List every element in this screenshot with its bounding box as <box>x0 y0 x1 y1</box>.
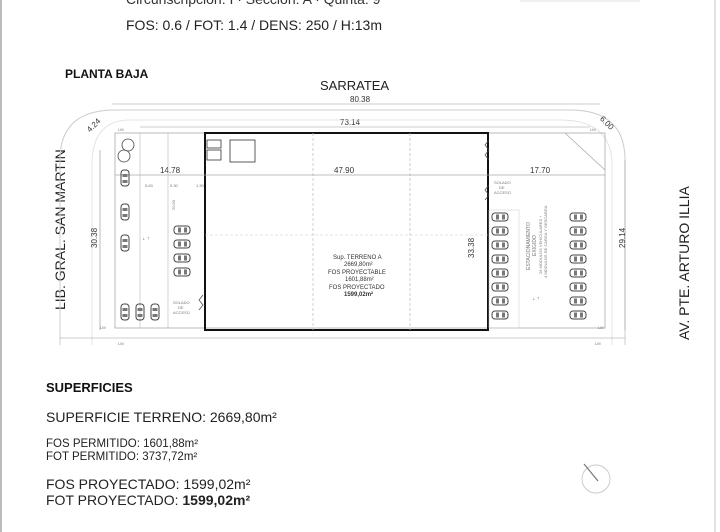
svg-text:33.38: 33.38 <box>467 237 476 258</box>
svg-text:Sup. TERRENO A: Sup. TERRENO A <box>333 255 382 261</box>
superficie-terreno: SUPERFICIE TERRENO: 2669,80m² <box>46 409 277 425</box>
svg-text:4 MODULOS DE CARGA Y DESCARGA: 4 MODULOS DE CARGA Y DESCARGA <box>543 205 548 278</box>
svg-text:LM: LM <box>598 325 604 330</box>
svg-text:2669,80m²: 2669,80m² <box>344 262 373 268</box>
svg-text:FOS PROYECTABLE: FOS PROYECTABLE <box>328 270 386 276</box>
svg-text:5.30: 5.30 <box>170 183 179 188</box>
street-label-top: SARRATEA <box>320 78 390 93</box>
svg-text:14.78: 14.78 <box>160 166 181 175</box>
svg-text:⇣ ⇡: ⇣ ⇡ <box>142 236 150 241</box>
svg-text:LM: LM <box>590 127 596 132</box>
svg-text:FOS PROYECTADO: FOS PROYECTADO <box>329 285 385 291</box>
svg-text:29.14: 29.14 <box>618 227 627 248</box>
svg-text:5.63: 5.63 <box>145 183 154 188</box>
page-edge <box>0 0 2 532</box>
fot-permitido: FOT PERMITIDO: 3737,72m² <box>46 451 198 463</box>
header-zoning: FOS: 0.6 / FOT: 1.4 / DENS: 250 / H:13m <box>126 17 382 33</box>
svg-text:1599,02m²: 1599,02m² <box>344 291 373 298</box>
svg-text:EXIGIDO: EXIGIDO <box>532 235 538 256</box>
svg-text:DE: DE <box>178 305 184 310</box>
svg-text:LM: LM <box>100 325 106 330</box>
svg-text:80.38: 80.38 <box>350 95 371 104</box>
svg-text:1.30: 1.30 <box>196 183 205 188</box>
svg-text:20.50: 20.50 <box>171 199 176 210</box>
area-summary-box: Sup. TERRENO A 2669,80m² FOS PROYECTABLE… <box>328 255 386 298</box>
svg-text:ACCESO: ACCESO <box>173 310 190 315</box>
fos-permitido: FOS PERMITIDO: 1601,88m² <box>46 438 199 450</box>
svg-text:LM: LM <box>595 341 601 346</box>
svg-text:⇣ ⇡: ⇣ ⇡ <box>532 296 540 301</box>
svg-text:ACCESO: ACCESO <box>494 190 511 195</box>
svg-text:ESTACIONAMIENTO: ESTACIONAMIENTO <box>526 222 532 270</box>
header-cadastral: Circunscripción: I · Sección: A · Quinta… <box>126 0 380 7</box>
fot-proyectado: FOT PROYECTADO: 1599,02m² <box>46 492 251 508</box>
svg-text:17.70: 17.70 <box>530 166 551 175</box>
svg-text:26 MODULOS VEHICULARES +: 26 MODULOS VEHICULARES + <box>538 215 543 274</box>
svg-text:6.00: 6.00 <box>598 114 616 132</box>
dimension-overall: 80.38 73.14 <box>112 95 600 128</box>
svg-text:SOLADO: SOLADO <box>173 300 190 305</box>
svg-text:73.14: 73.14 <box>340 118 361 127</box>
svg-text:30.38: 30.38 <box>90 227 99 248</box>
svg-text:47.90: 47.90 <box>334 166 355 175</box>
fos-proyectado: FOS PROYECTADO: 1599,02m² <box>46 476 251 492</box>
floor-plan-drawing: 80.38 73.14 4.24 6.00 30.38 29.14 14.78 … <box>59 95 627 346</box>
page-edge <box>714 0 716 532</box>
fot-proyectado-value: 1599,02m² <box>182 492 251 508</box>
svg-text:DE: DE <box>499 185 505 190</box>
svg-text:4.24: 4.24 <box>85 116 103 134</box>
header-faint-block <box>520 0 640 2</box>
north-arrow-icon <box>581 463 611 494</box>
svg-text:LM: LM <box>118 341 124 346</box>
superficies-title: SUPERFICIES <box>46 380 133 395</box>
svg-text:1601,88m²: 1601,88m² <box>345 277 374 283</box>
svg-text:LM: LM <box>118 127 124 132</box>
plan-title: PLANTA BAJA <box>65 67 149 81</box>
svg-text:SOLADO: SOLADO <box>494 180 511 185</box>
